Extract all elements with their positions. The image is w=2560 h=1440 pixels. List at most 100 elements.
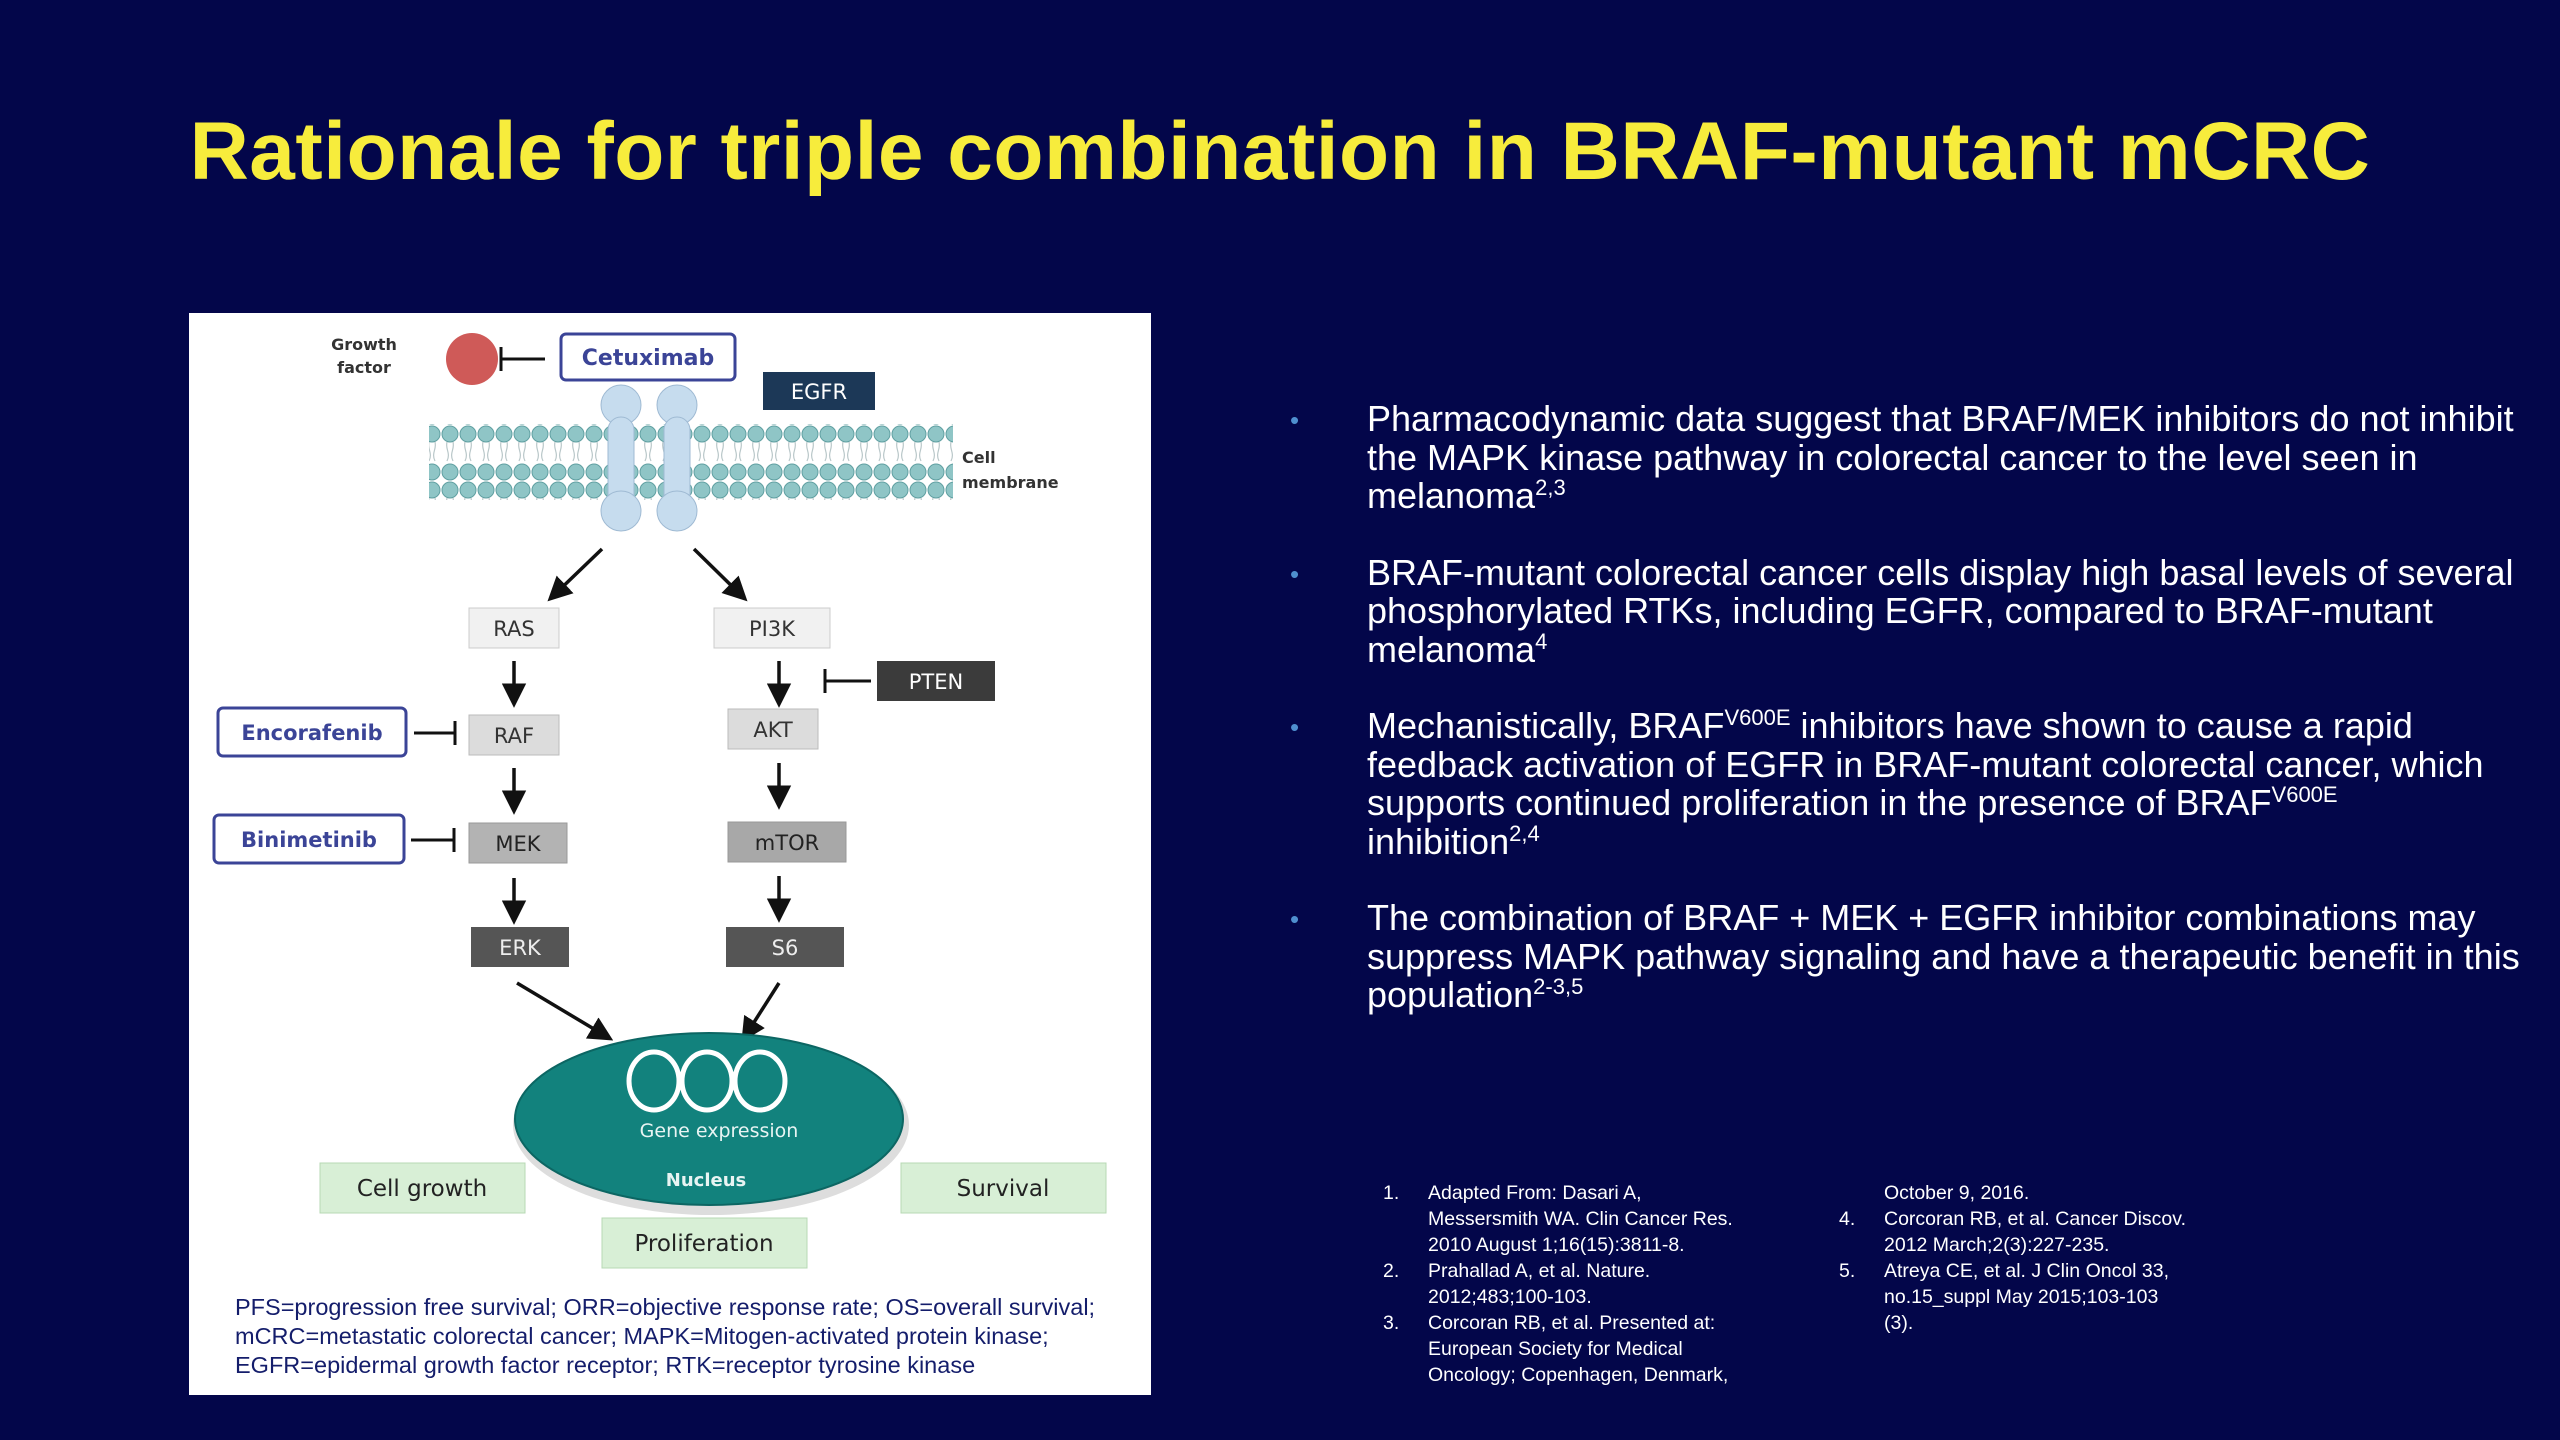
egfr-label: EGFR [791, 380, 847, 404]
reference-number: 2. [1383, 1260, 1400, 1282]
reference-line: 2012 March;2(3):227-235. [1884, 1234, 2110, 1256]
citation: 2-3,5 [1533, 974, 1584, 999]
survival-box [900, 1162, 1107, 1214]
reference-item: 4. Corcoran RB, et al. Cancer Discov. 20… [1839, 1206, 2239, 1258]
growth-factor-label-2: factor [337, 358, 391, 377]
bullet-text: The combination of BRAF + MEK + EGFR inh… [1367, 897, 2520, 1015]
reference-line: Corcoran RB, et al. Cancer Discov. [1884, 1208, 2186, 1230]
encorafenib-label: Encorafenib [241, 721, 382, 745]
ras-label: RAS [493, 617, 534, 641]
bullet-text: Mechanistically, BRAF [1367, 705, 1725, 746]
bullet-item: • Pharmacodynamic data suggest that BRAF… [1290, 398, 2520, 516]
bullet-text: BRAF-mutant colorectal cancer cells disp… [1367, 551, 2514, 670]
bullet-text: Pharmacodynamic data suggest that BRAF/M… [1367, 398, 2514, 516]
mek-label: MEK [495, 832, 541, 856]
binimetinib-label: Binimetinib [241, 828, 377, 852]
bullet-marker-icon: • [1290, 405, 1300, 435]
ras-box [468, 607, 560, 649]
cell-membrane-label-2: membrane [962, 473, 1059, 492]
reference-number: 4. [1839, 1208, 1856, 1230]
growth-factor-label: Growth [331, 335, 397, 354]
slide-title: Rationale for triple combination in BRAF… [189, 106, 2371, 197]
egfr-box [763, 372, 875, 410]
bullet-item: • The combination of BRAF + MEK + EGFR i… [1290, 897, 2520, 1015]
reference-item: 2. Prahallad A, et al. Nature. 2012;483;… [1383, 1258, 1783, 1310]
reference-item: October 9, 2016. [1839, 1180, 2239, 1206]
abbreviations: PFS=progression free survival; ORR=objec… [235, 1293, 1135, 1380]
nucleus-label: Nucleus [666, 1170, 746, 1191]
raf-label: RAF [494, 724, 534, 748]
erk-box [471, 927, 569, 967]
reference-number: 3. [1383, 1312, 1400, 1334]
pi3k-label: PI3K [749, 617, 796, 641]
mtor-box [727, 821, 847, 863]
cell-growth-box [319, 1162, 526, 1214]
pten-label: PTEN [909, 670, 963, 694]
arrow-to-ras [547, 547, 604, 602]
encorafenib-box [216, 706, 408, 758]
pathway-figure: Growth factor Cetuximab EGFR Cell membra… [189, 313, 1151, 1395]
reference-line: October 9, 2016. [1884, 1182, 2030, 1204]
arrow-erk-to-nucleus [516, 981, 614, 1041]
reference-item: 5. Atreya CE, et al. J Clin Oncol 33, no… [1839, 1258, 2239, 1336]
reference-line: Corcoran RB, et al. Presented at: [1428, 1312, 1716, 1334]
bullet-item: • Mechanistically, BRAFV600E inhibitors … [1290, 705, 2520, 862]
citation: 2,4 [1509, 820, 1540, 846]
akt-label: AKT [753, 718, 793, 742]
cell-membrane-label: Cell [962, 448, 996, 467]
s6-label: S6 [772, 936, 799, 960]
proliferation-label: Proliferation [634, 1231, 773, 1257]
cetuximab-box [559, 332, 737, 382]
abbreviations-line: EGFR=epidermal growth factor receptor; R… [235, 1352, 976, 1378]
erk-label: ERK [499, 936, 542, 960]
bullet-item: • BRAF-mutant colorectal cancer cells di… [1290, 551, 2520, 670]
references-column-1: 1. Adapted From: Dasari A, Messersmith W… [1383, 1180, 1783, 1388]
citation: 2,3 [1535, 475, 1566, 500]
cell-membrane [429, 424, 953, 500]
raf-box [468, 714, 560, 756]
reference-line: Oncology; Copenhagen, Denmark, [1428, 1364, 1729, 1386]
reference-line: European Society for Medical [1428, 1338, 1683, 1360]
reference-line: (3). [1884, 1312, 1914, 1334]
nucleus [514, 1032, 904, 1206]
bullet-text: inhibition [1367, 820, 1510, 862]
bullet-marker-icon: • [1290, 558, 1300, 589]
gene-expression-label: Gene expression [640, 1120, 799, 1142]
mek-box [468, 822, 568, 864]
reference-item: 3. Corcoran RB, et al. Presented at: Eur… [1383, 1310, 1783, 1388]
reference-line: 2010 August 1;16(15):3811-8. [1428, 1234, 1685, 1256]
reference-line: 2012;483;100-103. [1428, 1286, 1592, 1308]
reference-line: Atreya CE, et al. J Clin Oncol 33, [1884, 1260, 2170, 1282]
binimetinib-box [212, 813, 406, 865]
citation: 4 [1535, 628, 1548, 654]
reference-number: 5. [1839, 1260, 1856, 1282]
s6-box [726, 927, 844, 967]
arrow-to-pi3k [692, 547, 748, 602]
arrow-s6-to-nucleus [741, 982, 781, 1043]
bullet-list: • Pharmacodynamic data suggest that BRAF… [1290, 398, 2520, 1053]
akt-box [727, 708, 819, 750]
abbreviations-line: mCRC=metastatic colorectal cancer; MAPK=… [235, 1323, 1049, 1349]
abbreviations-line: PFS=progression free survival; ORR=objec… [235, 1294, 1096, 1320]
bullet-marker-icon: • [1290, 904, 1300, 934]
pi3k-box [713, 607, 831, 649]
references-column-2: October 9, 2016. 4. Corcoran RB, et al. … [1839, 1180, 2239, 1336]
reference-line: no.15_suppl May 2015;103-103 [1884, 1286, 2159, 1308]
pten-box [877, 661, 995, 701]
survival-label: Survival [957, 1176, 1050, 1202]
mtor-label: mTOR [755, 831, 819, 855]
dna-icon [626, 1049, 682, 1113]
pathway-diagram: Growth factor Cetuximab EGFR Cell membra… [212, 332, 1107, 1269]
cell-growth-label: Cell growth [357, 1176, 487, 1202]
bullet-text: inhibitors have shown to cause a rapid f… [1367, 705, 2484, 823]
reference-line: Messersmith WA. Clin Cancer Res. [1428, 1208, 1733, 1230]
growth-factor-ligand [446, 333, 498, 385]
reference-line: Prahallad A, et al. Nature. [1428, 1260, 1651, 1282]
mutation-superscript: V600E [2271, 782, 2338, 807]
reference-line: Adapted From: Dasari A, [1428, 1182, 1642, 1204]
reference-item: 1. Adapted From: Dasari A, Messersmith W… [1383, 1180, 1783, 1258]
mutation-superscript: V600E [1724, 705, 1791, 730]
cetuximab-label: Cetuximab [582, 346, 715, 371]
bullet-marker-icon: • [1290, 712, 1300, 742]
reference-number: 1. [1383, 1182, 1400, 1204]
